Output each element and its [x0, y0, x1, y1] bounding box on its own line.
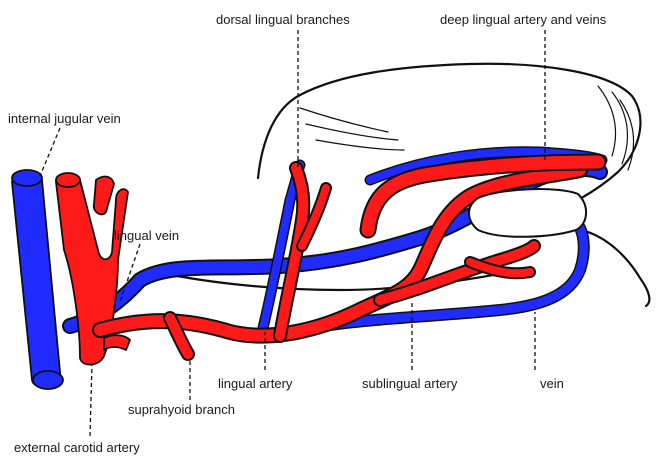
label-sublingual-artery: sublingual artery [362, 376, 458, 391]
label-external-carotid-artery: external carotid artery [14, 440, 140, 455]
internal-jugular-vein [12, 170, 63, 389]
leader-external-carotid [90, 364, 92, 436]
label-deep-lingual-artery-veins: deep lingual artery and veins [440, 12, 607, 27]
label-vein: vein [540, 376, 564, 391]
label-lingual-artery: lingual artery [218, 376, 293, 391]
tongue-tip-shape [469, 189, 586, 237]
label-suprahyoid-branch: suprahyoid branch [128, 402, 235, 417]
leader-internal-jugular [40, 128, 60, 176]
label-lingual-vein: lingual vein [114, 228, 179, 243]
label-dorsal-lingual-branches: dorsal lingual branches [216, 12, 350, 27]
label-internal-jugular-vein: internal jugular vein [8, 111, 121, 126]
